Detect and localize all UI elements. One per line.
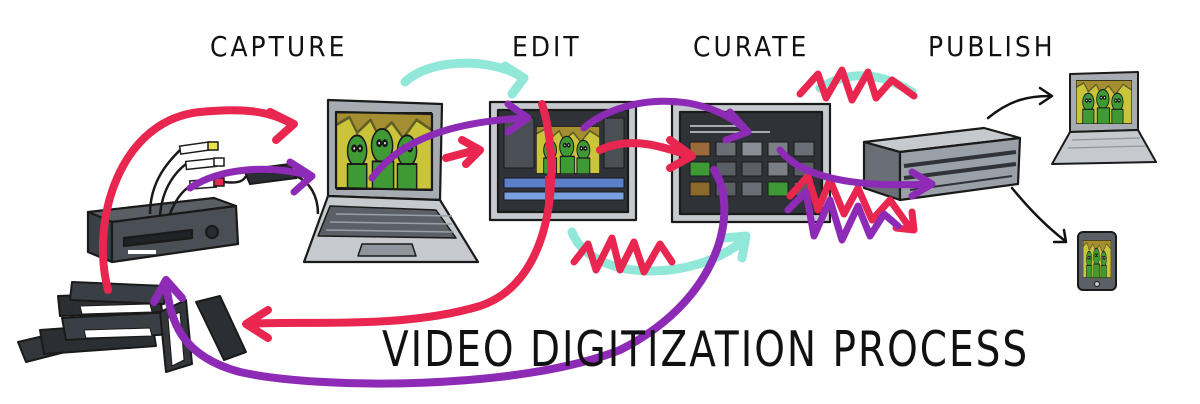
red-arrow-curate-out [786, 172, 918, 234]
stage-label-capture: CAPTURE [210, 30, 348, 63]
phone-icon [1077, 231, 1117, 291]
teal-arrow-capture-to-edit [400, 58, 529, 99]
stage-label-edit: EDIT [512, 30, 582, 63]
arrow-to-publish-laptop [986, 86, 1054, 120]
publish-laptop-icon [1051, 71, 1157, 165]
server-rack-icon [862, 126, 1022, 202]
red-arrow-edit-loop-back-to-tapes [242, 100, 556, 342]
purple-arrow-curate-loop-back-to-tapes [150, 166, 729, 388]
red-arrow-loop-vcr-to-capture [98, 106, 298, 294]
red-arrow-capture-to-edit [442, 136, 484, 168]
diagram-title: VIDEO DIGITIZATION PROCESS [382, 322, 1030, 379]
red-squiggle-curate-top [796, 66, 918, 104]
purple-arrow-curate-to-publish [776, 146, 936, 200]
red-squiggle-edit-rejects [570, 234, 676, 276]
purple-arrow-capture-to-edit [368, 100, 532, 182]
arrow-to-phone [1010, 186, 1068, 244]
stage-label-publish: PUBLISH [928, 30, 1056, 63]
purple-squiggle-curate [784, 188, 902, 244]
red-arrow-edit-to-curate [596, 136, 696, 172]
purple-arrow-cables-to-capture [186, 158, 316, 196]
stage-label-curate: CURATE [693, 30, 810, 63]
purple-arrow-edit-to-curate [580, 97, 752, 144]
capture-laptop-icon [302, 98, 480, 264]
